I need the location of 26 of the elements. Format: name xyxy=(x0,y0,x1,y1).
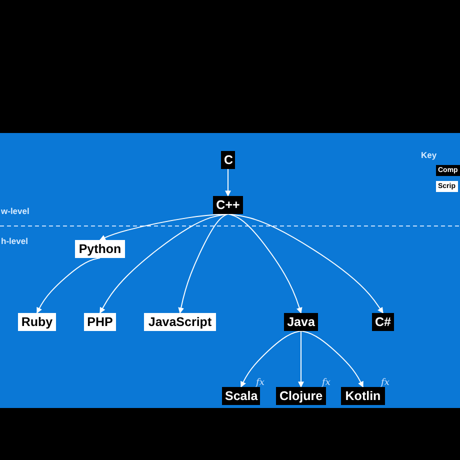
language-box: C++ xyxy=(213,196,243,214)
language-box: C# xyxy=(372,313,394,331)
arrow xyxy=(100,214,228,314)
language-box: Python xyxy=(75,240,125,258)
language-box: Ruby xyxy=(18,313,56,331)
arrow xyxy=(228,214,384,314)
arrow xyxy=(225,168,231,197)
arrow xyxy=(36,258,100,314)
arrow xyxy=(178,214,228,314)
function-mark: fx xyxy=(322,378,330,388)
language-box: Java xyxy=(284,313,318,331)
function-mark: fx xyxy=(381,378,390,388)
level-label: h-level xyxy=(1,236,28,246)
function-mark: fx xyxy=(256,378,264,388)
arrow xyxy=(228,214,302,314)
key-heading: Key xyxy=(421,150,437,160)
language-box: Scala xyxy=(222,387,260,405)
language-box: Clojure xyxy=(276,387,326,405)
arrow xyxy=(240,330,302,388)
arrow xyxy=(298,330,304,388)
language-box: C xyxy=(221,151,235,169)
level-label: w-level xyxy=(1,206,30,216)
language-box: Kotlin xyxy=(341,387,385,405)
language-box: JavaScript xyxy=(144,313,216,331)
arrow xyxy=(300,330,364,388)
language-box: PHP xyxy=(84,313,116,331)
